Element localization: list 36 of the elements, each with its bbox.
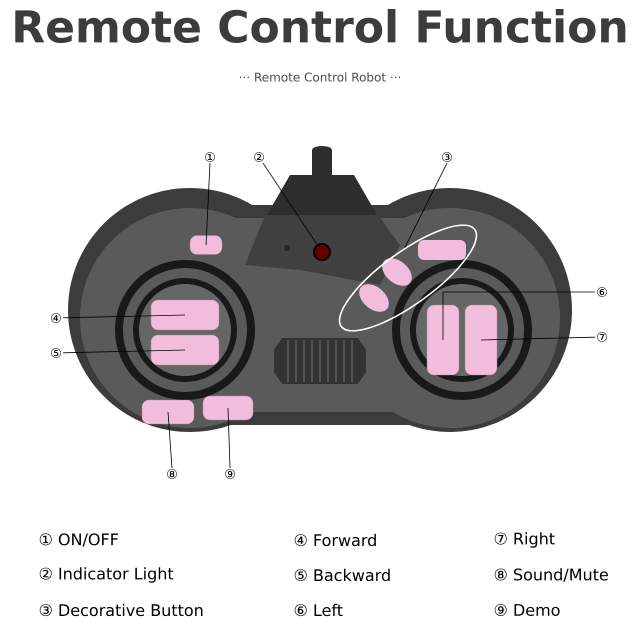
callout-number: ⑨ xyxy=(225,469,235,479)
title: Remote Control Function xyxy=(15,8,626,44)
legend-entry: ⑨ Demo xyxy=(494,604,560,616)
sound-button xyxy=(142,400,194,424)
callout-number: ⑧ xyxy=(167,469,177,479)
callout-number: ⑤ xyxy=(51,348,61,358)
backward-button xyxy=(150,334,220,366)
legend-entry: ⑦ Right xyxy=(494,532,555,548)
power-button xyxy=(190,235,222,255)
leader-line xyxy=(262,162,318,245)
callout-number: ① xyxy=(205,152,215,162)
legend-entry: ② Indicator Light xyxy=(40,567,174,583)
leader-line xyxy=(404,162,448,248)
leader-line xyxy=(168,412,172,468)
forward-button xyxy=(150,300,220,330)
leader-line xyxy=(442,292,596,340)
subtitle: ··· Remote Control Robot ··· xyxy=(240,72,400,82)
callout-number: ③ xyxy=(442,152,452,162)
legend-entry: ⑧ Sound/Mute xyxy=(494,568,608,582)
callout-number: ⑥ xyxy=(597,287,607,297)
callout-number: ⑦ xyxy=(597,332,607,342)
right-button xyxy=(464,304,498,376)
legend-entry: ③ Decorative Button xyxy=(40,604,202,616)
callout-number: ② xyxy=(254,152,264,162)
indicator-light xyxy=(313,243,331,261)
leader-line xyxy=(206,162,210,246)
leader-line xyxy=(228,408,230,468)
legend-entry: ⑥ Left xyxy=(294,604,343,616)
leader-line xyxy=(480,336,596,340)
callout-number: ④ xyxy=(51,313,61,323)
legend-entry: ⑤ Backward xyxy=(294,568,390,582)
leader-line xyxy=(62,314,186,318)
legend-entry: ① ON/OFF xyxy=(40,533,118,547)
left-button xyxy=(426,304,460,376)
demo-button xyxy=(202,396,254,420)
legend-entry: ④ Forward xyxy=(294,534,376,546)
